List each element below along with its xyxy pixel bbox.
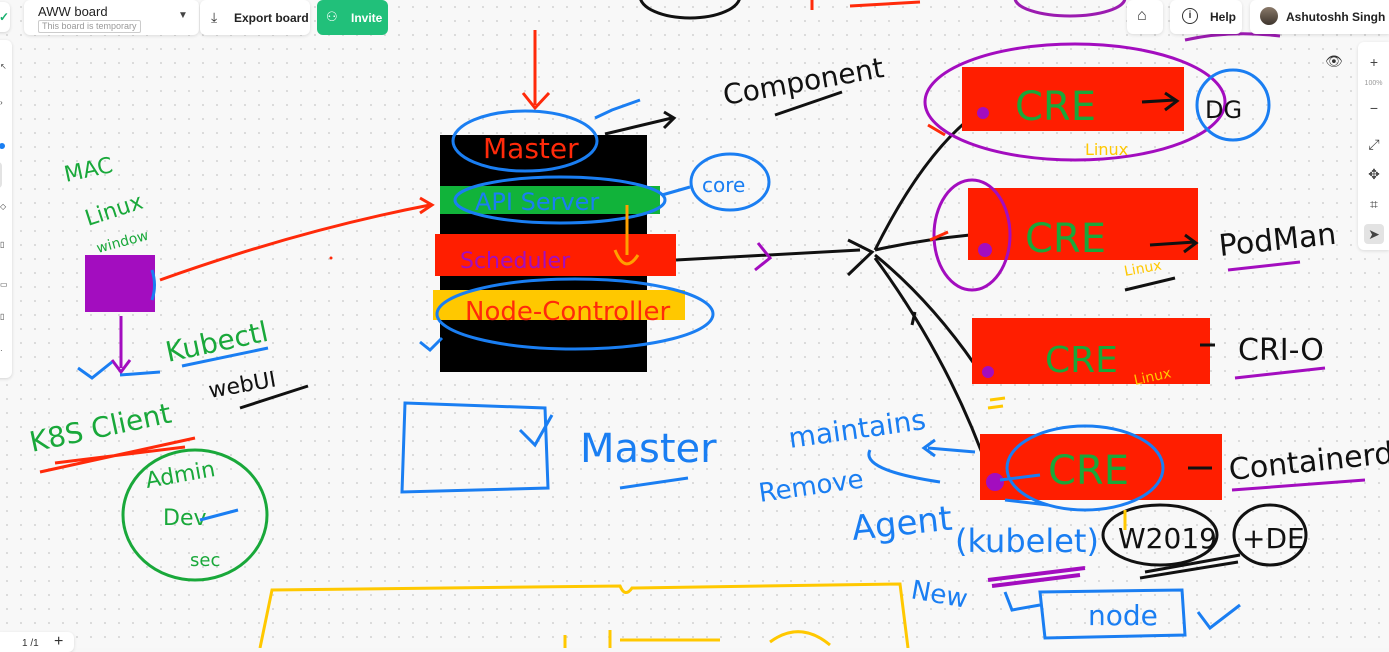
- cre-label-4: CRE: [1048, 448, 1129, 494]
- color-swatch[interactable]: [0, 143, 5, 149]
- component-label: Component: [720, 51, 886, 112]
- node-label: node: [1088, 599, 1158, 632]
- master-label: Master: [580, 426, 717, 472]
- help-button[interactable]: i Help: [1170, 0, 1242, 34]
- scheduler-bar: [435, 234, 676, 276]
- page-navigator: 1 /1 +: [0, 632, 74, 652]
- core-label: core: [702, 173, 745, 197]
- fit-screen-icon[interactable]: ⤢: [1368, 136, 1380, 152]
- sec-label: sec: [190, 550, 220, 571]
- info-icon: i: [1182, 8, 1198, 24]
- pen-tool-icon[interactable]: [0, 162, 2, 188]
- w2019-label: W2019: [1118, 522, 1217, 555]
- maintains-label: maintains: [786, 403, 927, 455]
- linux-label-a: Linux: [1085, 140, 1128, 159]
- xde-label: +DE: [1242, 522, 1305, 555]
- text-tool-icon[interactable]: ▯: [0, 240, 5, 249]
- cre-label-2: CRE: [1025, 216, 1106, 262]
- invite-label: Invite: [351, 11, 383, 25]
- left-toolbar: ↖ › ◇ ▯ ▭ ▯ ·: [0, 40, 12, 378]
- pan-icon[interactable]: ✥: [1368, 166, 1380, 182]
- windows-label: window: [95, 228, 150, 257]
- docker-label: DG: [1205, 96, 1242, 124]
- chevron-down-icon[interactable]: ▼: [178, 10, 188, 21]
- more-tools-icon[interactable]: ·: [0, 346, 3, 355]
- k8s-client-label: K8S Client: [27, 397, 175, 459]
- agent-label: Agent: [850, 499, 954, 549]
- node-controller-bar: [433, 290, 685, 320]
- remove-label: Remove: [757, 465, 866, 509]
- logo-icon: ✓: [0, 10, 10, 24]
- api-server-bar: [440, 186, 660, 214]
- kubelet-label: (kubelet): [955, 522, 1099, 560]
- cre-label-1: CRE: [1015, 84, 1096, 130]
- laser-pointer-icon[interactable]: ➤: [1364, 224, 1384, 244]
- board-menu[interactable]: AWW board This board is temporary ▼: [24, 0, 199, 35]
- cre-box-1: [962, 67, 1184, 131]
- board-name: AWW board: [38, 4, 108, 19]
- master-box-sketch: [400, 401, 550, 494]
- invite-button[interactable]: ⚇ Invite: [317, 0, 388, 35]
- zoom-in-icon[interactable]: +: [1369, 54, 1379, 70]
- zoom-out-icon[interactable]: −: [1369, 100, 1379, 116]
- api-server-label: API Server: [475, 188, 599, 216]
- node-controller-label: Node-Controller: [465, 297, 670, 327]
- roles-circle: [121, 448, 269, 582]
- temporary-badge: This board is temporary: [38, 20, 141, 33]
- focus-icon[interactable]: ⌗: [1370, 196, 1378, 212]
- dev-label: Dev: [163, 506, 207, 531]
- add-user-icon: ⚇: [326, 9, 338, 24]
- cre-label-3: CRE: [1045, 340, 1118, 381]
- avatar: [1260, 7, 1278, 25]
- export-board-label: Export board: [234, 11, 309, 25]
- new-label: New: [909, 575, 970, 614]
- image-tool-icon[interactable]: ▯: [0, 312, 5, 321]
- linux-label: Linux: [82, 190, 146, 232]
- linux-label-b: Linux: [1123, 258, 1163, 280]
- eye-icon[interactable]: 👁: [1325, 53, 1343, 69]
- linux-label-c: Linux: [1133, 365, 1173, 388]
- node-box: [1038, 588, 1187, 640]
- home-button[interactable]: ⌂: [1127, 0, 1163, 34]
- home-icon: ⌂: [1137, 7, 1147, 24]
- shape-tool-icon[interactable]: ◇: [0, 202, 7, 211]
- right-toolbar: + 100% − ⤢ ✥ ⌗ ➤: [1358, 42, 1389, 250]
- pointer-tool-icon[interactable]: ›: [0, 98, 3, 107]
- crio-label: CRI-O: [1238, 333, 1324, 368]
- mac-label: MAC: [62, 153, 115, 188]
- cre-box-2: [968, 188, 1198, 260]
- podman-label: PodMan: [1217, 217, 1338, 264]
- cre-box-3: [972, 318, 1210, 384]
- eraser-tool-icon[interactable]: ▭: [0, 280, 8, 289]
- download-icon: ⤓: [211, 9, 218, 25]
- page-indicator: 1 /1: [22, 638, 39, 649]
- master-box-label: Master: [483, 132, 579, 165]
- scheduler-label: Scheduler: [460, 249, 571, 274]
- export-board-button[interactable]: ⤓ Export board: [200, 0, 310, 35]
- kubectl-label: Kubectl: [163, 315, 271, 369]
- add-page-icon[interactable]: +: [54, 633, 64, 650]
- user-menu[interactable]: Ashutoshh Singh: [1250, 0, 1389, 34]
- select-tool-icon[interactable]: ↖: [0, 62, 7, 71]
- user-name: Ashutoshh Singh: [1286, 10, 1386, 24]
- client-box: [85, 255, 155, 312]
- app-logo[interactable]: ✓: [0, 2, 10, 32]
- help-label: Help: [1210, 10, 1237, 24]
- zoom-level: 100%: [1364, 80, 1383, 87]
